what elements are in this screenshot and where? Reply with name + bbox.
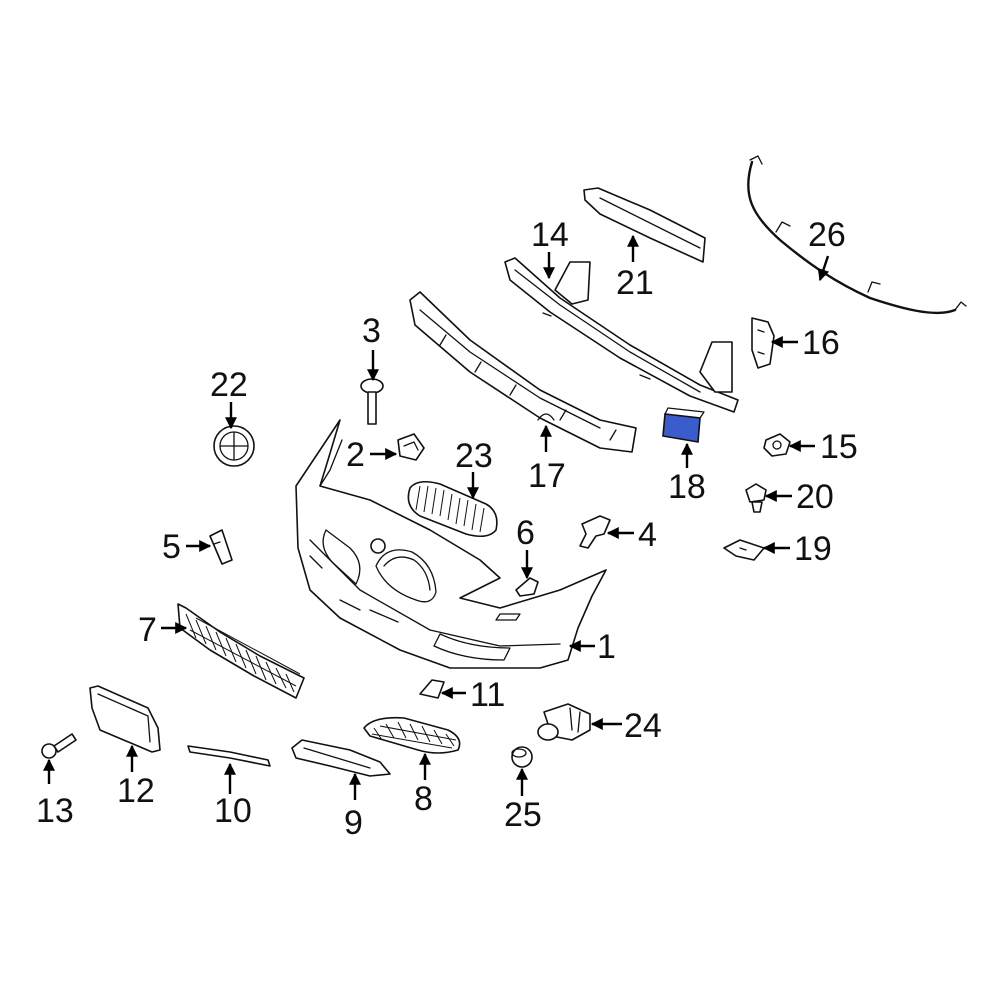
callout-20: 20 [796, 478, 834, 516]
part-2-cover[interactable] [397, 433, 425, 461]
part-14-reinforcement-bar[interactable] [504, 257, 739, 413]
part-9-lower-trim[interactable] [291, 739, 391, 777]
part-22-emblem[interactable] [213, 425, 255, 467]
part-19-clip[interactable] [723, 539, 765, 561]
callout-17: 17 [528, 457, 566, 495]
callout-11: 11 [470, 676, 505, 714]
part-4-bracket[interactable] [579, 515, 611, 549]
callout-labels: 1 2 3 4 5 6 7 8 9 10 11 12 13 14 15 16 1… [36, 216, 858, 842]
part-25-sensor-ring[interactable] [511, 746, 533, 768]
callout-19: 19 [794, 530, 832, 568]
callout-25: 25 [504, 796, 542, 834]
callout-6: 6 [516, 514, 535, 552]
part-5-trim-piece[interactable] [209, 529, 233, 565]
part-1-bumper-cover[interactable] [295, 419, 607, 669]
callout-14: 14 [531, 216, 569, 254]
part-7-lower-grille[interactable] [177, 603, 305, 699]
part-18-bracket-highlighted[interactable] [662, 407, 705, 443]
part-17-energy-absorber[interactable] [409, 291, 637, 453]
part-15-nut[interactable] [763, 433, 791, 457]
callout-4: 4 [638, 516, 657, 554]
callout-8: 8 [414, 780, 433, 818]
callout-5: 5 [162, 528, 181, 566]
part-16-bracket[interactable] [751, 317, 775, 369]
callout-1: 1 [597, 628, 616, 666]
callout-22: 22 [210, 366, 248, 404]
callout-9: 9 [344, 804, 363, 842]
callout-13: 13 [36, 792, 74, 830]
callout-18: 18 [668, 468, 706, 506]
part-13-screw[interactable] [41, 733, 77, 759]
callout-16: 16 [802, 324, 840, 362]
callout-10: 10 [214, 792, 252, 830]
callout-3: 3 [362, 312, 381, 350]
callout-15: 15 [820, 428, 858, 466]
callout-7: 7 [138, 611, 157, 649]
part-24-parking-sensor[interactable] [537, 703, 591, 741]
part-26-wiring-harness[interactable] [747, 155, 967, 315]
leader-lines [43, 234, 830, 800]
part-20-bolt[interactable] [745, 483, 767, 513]
part-6-cap[interactable] [515, 577, 539, 597]
callout-24: 24 [624, 707, 662, 745]
part-21-upper-deflector[interactable] [583, 187, 706, 263]
part-12-license-bracket[interactable] [89, 685, 161, 753]
callout-2: 2 [346, 436, 365, 474]
part-8-fog-grille[interactable] [363, 716, 461, 754]
part-11-small-trim[interactable] [419, 679, 445, 699]
callout-21: 21 [616, 264, 654, 302]
part-3-push-pin[interactable] [360, 378, 384, 425]
part-23-kidney-grille[interactable] [407, 480, 498, 538]
callout-23: 23 [455, 437, 493, 475]
part-10-trim-strip[interactable] [187, 745, 271, 767]
callout-26: 26 [808, 216, 846, 254]
callout-12: 12 [117, 772, 155, 810]
